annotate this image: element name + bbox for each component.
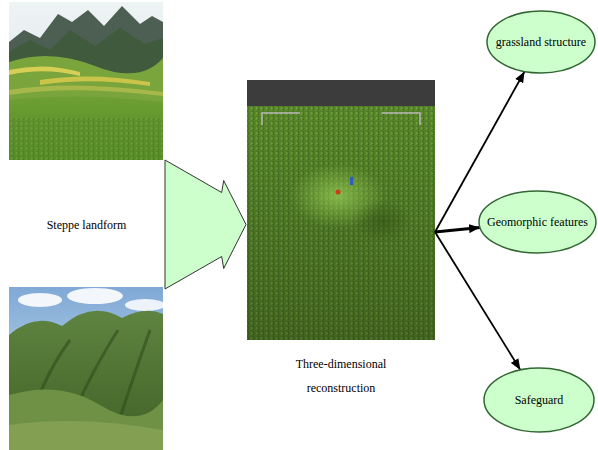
node-label: Geomorphic features [487, 215, 588, 230]
flow-arrow [165, 160, 246, 289]
render-image [247, 80, 435, 340]
grass-shade [247, 106, 435, 340]
cloud [18, 293, 62, 307]
grass [9, 118, 163, 160]
grass-plane [247, 106, 435, 340]
node-label: Three-dimensional reconstruction [276, 352, 406, 400]
reconstruction-box: Three-dimensional reconstruction [247, 80, 435, 340]
hollow [352, 200, 412, 244]
outcome-ellipse: grassland structure [486, 10, 596, 74]
cloud [125, 299, 163, 311]
landform-group: Steppe landform [8, 0, 165, 450]
slope [9, 389, 163, 450]
ellipse-shape [479, 191, 596, 253]
render-ground [247, 80, 435, 340]
steppe-photo [9, 2, 163, 160]
node-label: grassland structure [496, 35, 586, 50]
outcome-ellipse: Geomorphic features [478, 190, 597, 254]
sky [9, 2, 163, 160]
connector-arrow [435, 232, 520, 370]
node-label: Safeguard [515, 393, 564, 408]
node-label: Steppe landform [47, 218, 127, 233]
connector-arrow [435, 228, 480, 232]
sky [9, 287, 163, 450]
frame-line [262, 113, 300, 125]
cloud [67, 288, 123, 304]
ellipse-shape [487, 11, 595, 73]
outcome-ellipse: Safeguard [483, 367, 595, 433]
marker [350, 177, 353, 185]
hill [9, 311, 163, 450]
marker [336, 190, 341, 195]
grass [9, 96, 163, 160]
slope [9, 421, 163, 450]
field [9, 66, 80, 76]
frame-line [382, 113, 420, 125]
ellipse-shape [484, 368, 594, 432]
hills-photo [9, 287, 163, 450]
field [9, 85, 163, 96]
field [40, 76, 150, 86]
